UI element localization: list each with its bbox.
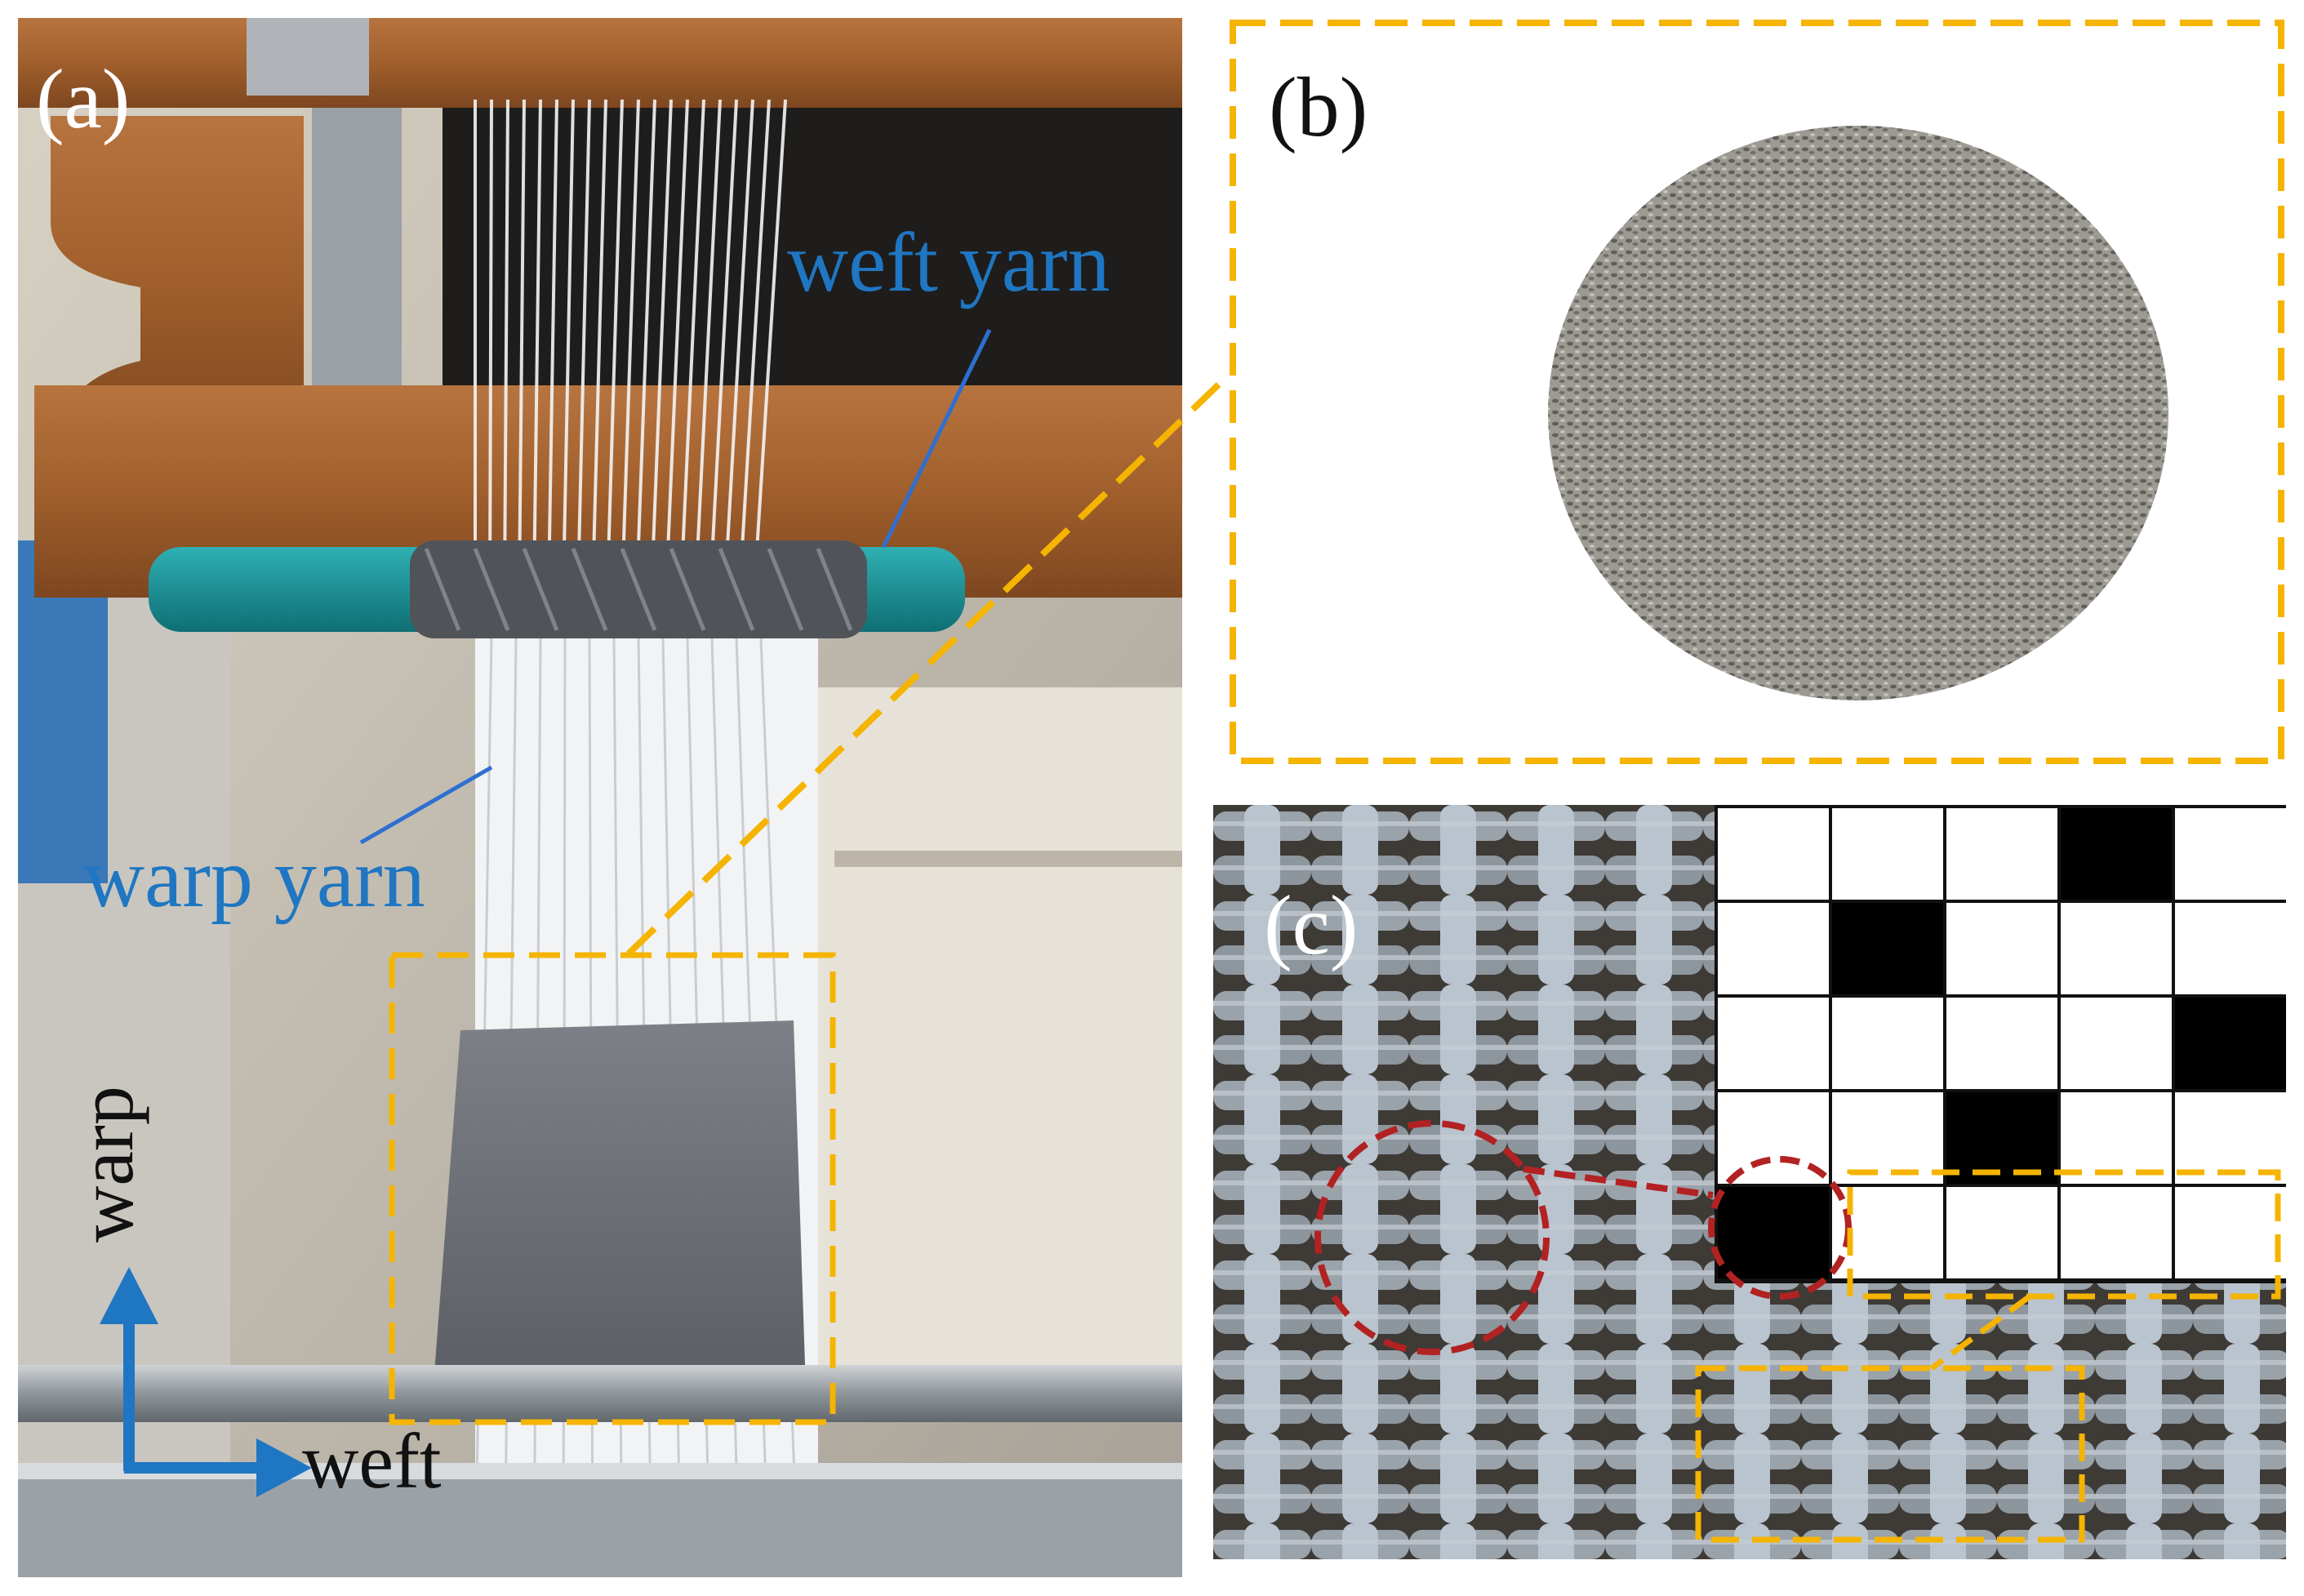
pattern-cell-empty (1832, 1092, 1943, 1184)
pattern-cell-filled (1832, 903, 1943, 994)
warp-yarn-leader (359, 765, 493, 845)
pattern-cell-empty (2175, 1187, 2286, 1278)
metal-post (312, 108, 402, 410)
circle-connector (1523, 1166, 1714, 1198)
fabric-row-highlight (1695, 1365, 2085, 1543)
pattern-cell-empty (2061, 903, 2172, 994)
pattern-cell-filled (1946, 1092, 2057, 1184)
weft-yarn-leader (881, 328, 992, 549)
row-connector (1929, 1294, 2032, 1371)
weave-pattern-grid (1715, 805, 2286, 1283)
pattern-cell-empty (2061, 1187, 2172, 1278)
machine-right-shelf (802, 687, 1182, 1389)
wood-side-post (51, 116, 304, 442)
weft-arrow-head (256, 1438, 312, 1497)
loom-photo-panel: (a) weft yarn warp yarn warp weft (18, 18, 1182, 1577)
weft-yarn-annotation: weft yarn (787, 216, 1110, 309)
pattern-cell-empty (1832, 998, 1943, 1089)
weave-closeup-illustration (1213, 805, 2286, 1559)
pattern-cell-empty (1718, 808, 1829, 900)
fabric-sample-panel: (b) (1228, 18, 2286, 766)
pattern-cell-empty (2175, 1092, 2286, 1184)
panel-label-a: (a) (36, 52, 131, 146)
panel-label-c: (c) (1264, 878, 1359, 972)
pattern-cell-empty (1718, 903, 1829, 994)
pattern-cell-filled (1718, 1187, 1829, 1278)
warp-arrow-head (100, 1267, 158, 1324)
yarn-wraps (424, 548, 853, 631)
sample-highlight-box (1230, 20, 2284, 764)
pattern-cell-empty (2175, 903, 2286, 994)
metal-cross-bar (18, 1365, 1182, 1422)
yarn-intersection-circle (1314, 1120, 1550, 1355)
weave-closeup-panel: (c) (1213, 805, 2286, 1559)
pattern-cell-empty (1946, 1187, 2057, 1278)
shelf-line (834, 851, 1182, 867)
wood-top-beam (18, 18, 1182, 108)
upper-warp-yarns (474, 99, 787, 590)
pattern-cell-empty (1946, 808, 2057, 900)
panel-label-b: (b) (1269, 60, 1368, 154)
fabric-highlight-box (389, 952, 836, 1425)
weft-axis-label: weft (302, 1417, 442, 1505)
loom-photo-illustration (18, 18, 1182, 1577)
circular-fabric-disc (1548, 126, 2168, 700)
pattern-cell-filled (2175, 998, 2286, 1089)
pattern-cell-empty (2061, 998, 2172, 1089)
zoom-connector-line (626, 373, 1230, 956)
pattern-cell-filled (2061, 808, 2172, 900)
woven-fabric (434, 1020, 805, 1373)
pattern-cell-empty (1832, 808, 1943, 900)
pattern-cell-empty (2061, 1092, 2172, 1184)
pattern-row-highlight (1847, 1169, 2281, 1300)
pattern-cell-empty (1718, 998, 1829, 1089)
metal-bracket (247, 18, 369, 96)
fabric-sample-illustration (1228, 18, 2286, 766)
pattern-cell-empty (1946, 998, 2057, 1089)
warp-yarn-annotation: warp yarn (83, 831, 425, 925)
pattern-cell-empty (1946, 903, 2057, 994)
pattern-cell-empty (2175, 808, 2286, 900)
metal-roller (18, 1463, 1182, 1577)
